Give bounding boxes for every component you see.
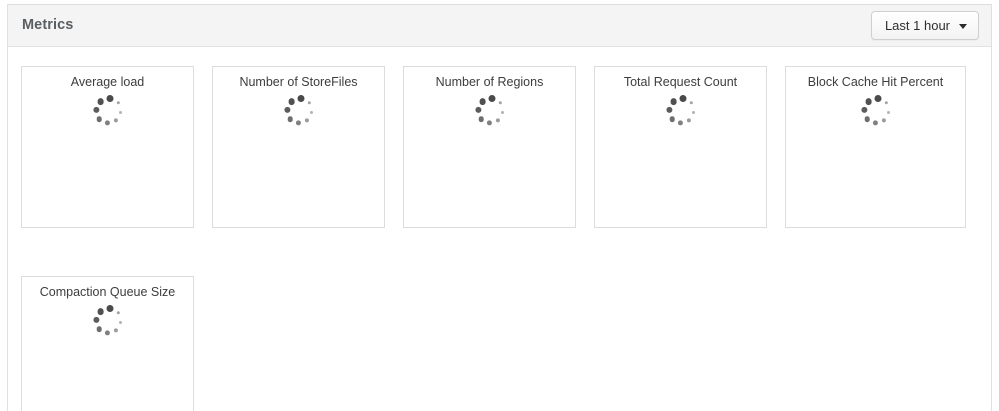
metric-card-title: Average load bbox=[70, 75, 145, 89]
loading-spinner-icon bbox=[92, 95, 123, 126]
loading-spinner-icon bbox=[92, 305, 123, 336]
panel-header: Metrics Last 1 hour bbox=[8, 5, 991, 47]
page-title: Metrics bbox=[22, 17, 74, 34]
metric-card-title: Compaction Queue Size bbox=[39, 285, 176, 299]
metric-row: Average load Number of StoreFiles Number… bbox=[21, 66, 978, 228]
metric-card-title: Block Cache Hit Percent bbox=[807, 75, 944, 89]
loading-spinner-icon bbox=[474, 95, 505, 126]
time-range-selector[interactable]: Last 1 hour bbox=[870, 11, 979, 40]
metric-card-compaction-queue-size[interactable]: Compaction Queue Size bbox=[21, 276, 194, 411]
time-range-label: Last 1 hour bbox=[884, 18, 950, 33]
metric-card-number-of-regions[interactable]: Number of Regions bbox=[403, 66, 576, 228]
metric-row: Compaction Queue Size bbox=[21, 276, 978, 411]
chevron-down-icon bbox=[959, 24, 967, 29]
loading-spinner-icon bbox=[665, 95, 696, 126]
loading-spinner-icon bbox=[860, 95, 891, 126]
metric-card-total-request-count[interactable]: Total Request Count bbox=[594, 66, 767, 228]
metrics-panel: Metrics Last 1 hour Average load Number … bbox=[7, 4, 992, 411]
metric-card-title: Number of StoreFiles bbox=[239, 75, 358, 89]
metric-card-average-load[interactable]: Average load bbox=[21, 66, 194, 228]
metric-card-block-cache-hit-percent[interactable]: Block Cache Hit Percent bbox=[785, 66, 966, 228]
metric-card-number-of-storefiles[interactable]: Number of StoreFiles bbox=[212, 66, 385, 228]
metric-card-title: Number of Regions bbox=[435, 75, 544, 89]
loading-spinner-icon bbox=[283, 95, 314, 126]
metrics-grid: Average load Number of StoreFiles Number… bbox=[8, 47, 991, 411]
metric-card-title: Total Request Count bbox=[623, 75, 738, 89]
